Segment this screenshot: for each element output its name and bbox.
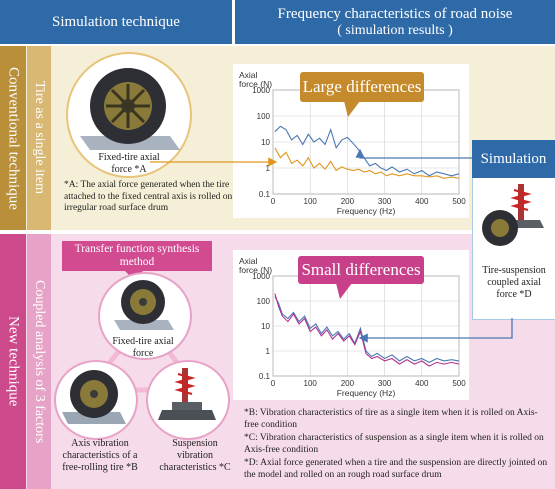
chart-top-xlabel: Frequency (Hz)	[337, 206, 396, 216]
suspension-line1: Suspension	[172, 438, 218, 449]
bottom-fixed-tire-caption: Fixed-tire axial force	[98, 336, 188, 360]
new-sub-text: Coupled analysis of 3 factors	[32, 279, 47, 444]
chart-top-series-1	[274, 147, 460, 179]
suspension-caption: Suspension vibration characteristics *C	[150, 438, 240, 474]
chart-bottom-xtick-1: 100	[304, 379, 318, 388]
large-differences-pointer	[344, 101, 360, 117]
chart-bottom-xlabel: Frequency (Hz)	[337, 388, 396, 398]
header-frequency-line2: ( simulation results )	[337, 22, 453, 38]
suspension-image	[158, 368, 216, 420]
bottom-tire-image	[114, 280, 174, 330]
header-technique: Simulation technique	[0, 0, 232, 44]
chart-bottom-ytick-0: 0.1	[259, 372, 271, 381]
coupled-force-line2: coupled axial	[487, 277, 541, 288]
chart-top-ytick-2: 10	[261, 138, 270, 147]
conventional-side-label: Conventional technique	[0, 46, 26, 230]
conventional-side-text: Conventional technique	[5, 66, 22, 210]
fixed-tire-caption: Fixed-tire axial force *A	[84, 152, 174, 176]
header-technique-text: Simulation technique	[52, 13, 180, 30]
free-rolling-tire-image	[62, 370, 126, 424]
chart-bottom-ytick-2: 10	[261, 322, 270, 331]
note-d: *D: Axial force generated when a tire an…	[244, 458, 548, 480]
chart-top-ytick-4: 1000	[252, 86, 270, 95]
small-differences-bubble: Small differences	[298, 256, 424, 284]
chart-top-xtick-3: 300	[378, 197, 392, 206]
note-b: *B: Vibration characteristics of tire as…	[244, 408, 538, 430]
chart-top-xtick-4: 400	[415, 197, 429, 206]
tire-image	[80, 68, 180, 150]
tire-suspension-image	[482, 184, 544, 246]
note-c: *C: Vibration characteristics of suspens…	[244, 433, 544, 455]
chart-top-xtick-1: 100	[304, 197, 318, 206]
method-line1: Transfer function synthesis	[74, 243, 200, 255]
method-line2: method	[119, 256, 155, 268]
chart-bottom-ytick-1: 1	[266, 347, 271, 356]
chart-top-ytick-0: 0.1	[259, 190, 271, 199]
method-label: Transfer function synthesis method	[62, 241, 212, 271]
coupled-force-caption: Tire-suspension coupled axial force *D	[474, 265, 554, 301]
chart-top-xtick-2: 200	[341, 197, 355, 206]
chart-bottom-xtick-4: 400	[415, 379, 429, 388]
bottom-fixed-tire-line1: Fixed-tire axial	[112, 336, 174, 347]
small-differences-pointer	[336, 283, 352, 299]
new-side-text: New technique	[5, 316, 22, 407]
header-frequency-line1: Frequency characteristics of road noise	[277, 5, 513, 22]
fixed-tire-caption-line2: force *A	[111, 164, 147, 175]
large-differences-text: Large differences	[302, 77, 422, 96]
chart-bottom-xtick-2: 200	[341, 379, 355, 388]
simulation-header: Simulation	[472, 140, 555, 178]
suspension-line2: vibration	[176, 450, 214, 461]
new-sub-label: Coupled analysis of 3 factors	[27, 234, 51, 489]
bottom-fixed-tire-line2: force	[132, 348, 154, 359]
simulation-label: Simulation	[480, 150, 547, 167]
new-side-label: New technique	[0, 234, 26, 489]
arrow-simulation-top	[355, 148, 472, 159]
small-differences-text: Small differences	[301, 260, 421, 279]
chart-bottom-ytick-4: 1000	[252, 272, 270, 281]
chart-bottom-xtick-5: 500	[452, 379, 466, 388]
chart-top-xtick-5: 500	[452, 197, 466, 206]
axis-vibration-caption: Axis vibration characteristics of a free…	[52, 438, 148, 474]
note-a: *A: The axial force generated when the t…	[64, 180, 244, 213]
large-differences-bubble: Large differences	[300, 72, 424, 102]
chart-bottom-xtick-3: 300	[378, 379, 392, 388]
header-frequency: Frequency characteristics of road noise …	[235, 0, 555, 44]
chart-top-ytick-1: 1	[266, 164, 271, 173]
chart-top-xtick-0: 0	[271, 197, 276, 206]
axis-vibration-line2: characteristics of a	[62, 450, 138, 461]
chart-top-ytick-3: 100	[257, 112, 271, 121]
chart-bottom-xtick-0: 0	[271, 379, 276, 388]
suspension-line3: characteristics *C	[159, 462, 231, 473]
fixed-tire-caption-line1: Fixed-tire axial	[98, 152, 160, 163]
conventional-sub-label: Tire as a single item	[27, 46, 51, 230]
coupled-force-line3: force *D	[496, 289, 532, 300]
coupled-force-line1: Tire-suspension	[482, 265, 546, 276]
axis-vibration-line1: Axis vibration	[71, 438, 129, 449]
arrow-simulation-bottom	[358, 318, 513, 343]
chart-bottom-series-1	[274, 293, 460, 367]
chart-bottom-ytick-3: 100	[257, 297, 271, 306]
conventional-sub-text: Tire as a single item	[32, 81, 47, 195]
axis-vibration-line3: free-rolling tire *B	[62, 462, 138, 473]
